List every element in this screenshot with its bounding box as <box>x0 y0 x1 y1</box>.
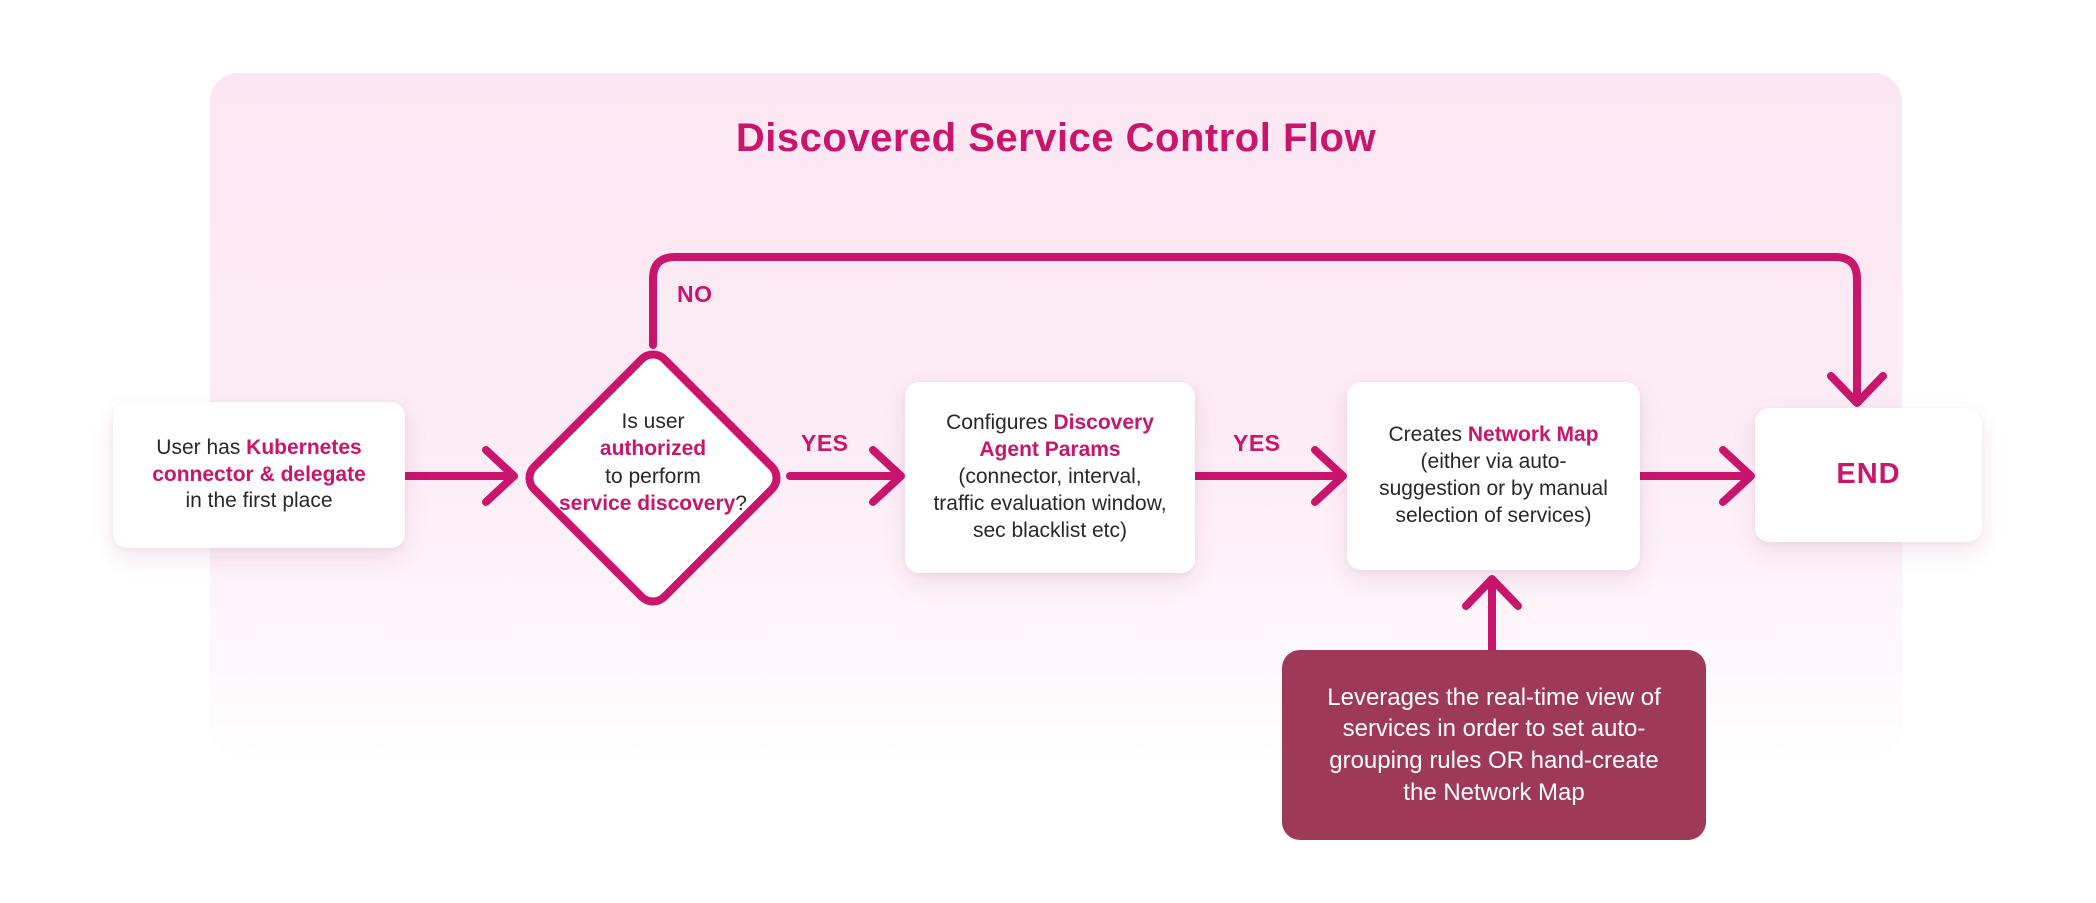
arrowhead-start-to-decision <box>482 446 518 506</box>
end-node-label: END <box>1836 458 1901 491</box>
arrowhead-decision-no-to-end <box>1827 372 1887 407</box>
end-node: END <box>1755 408 1982 542</box>
no-edge-label: NO <box>677 281 713 307</box>
arrowhead-configure-to-map <box>1311 446 1347 506</box>
create-network-map-text: Creates Network Map(either via auto-sugg… <box>1379 423 1608 527</box>
arrowhead-map-to-end <box>1719 446 1755 506</box>
arrowhead-note-to-map <box>1462 575 1522 610</box>
page-title: Discovered Service Control Flow <box>735 116 1377 160</box>
create-network-map-node: Creates Network Map(either via auto-sugg… <box>1347 382 1640 570</box>
arrowhead-decision-to-configure <box>869 446 905 506</box>
yes-edge-label-configure: YES <box>1233 430 1281 456</box>
edge-decision-no-to-end <box>649 253 1861 402</box>
yes-edge-label-decision: YES <box>801 430 849 456</box>
